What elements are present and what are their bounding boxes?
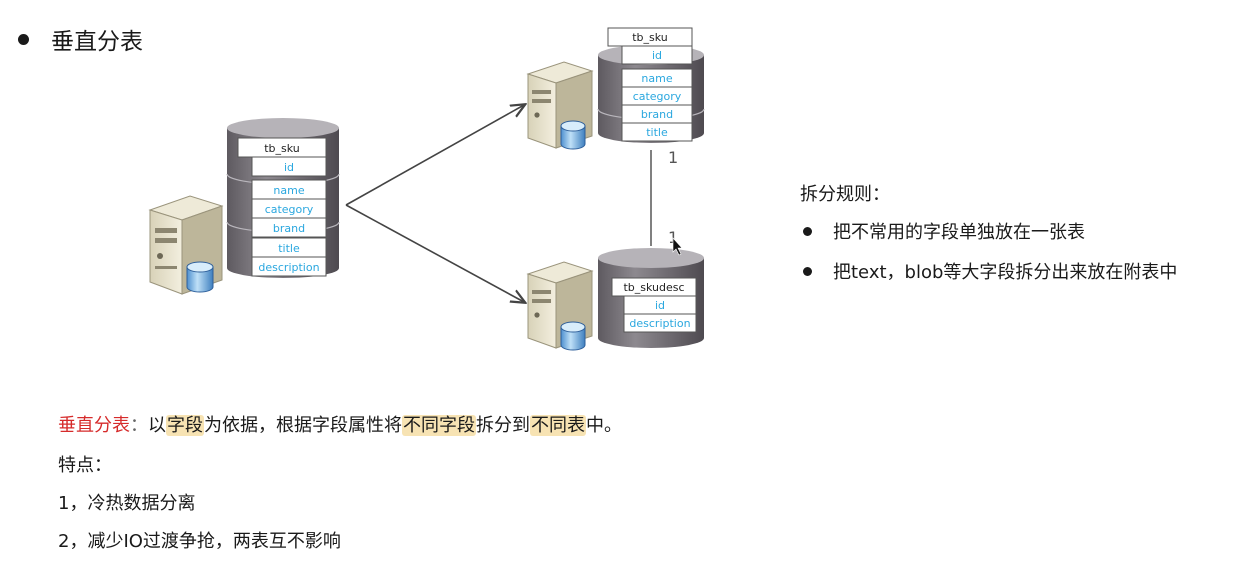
source-field-id: id xyxy=(284,161,294,174)
definition-highlight: 不同表 xyxy=(530,415,586,436)
page-title: 垂直分表 xyxy=(51,29,143,55)
definition-part: 中。 xyxy=(586,415,622,436)
source-field-brand: brand xyxy=(273,222,305,235)
bottom-field-description: description xyxy=(629,317,690,330)
definition-highlight: 字段 xyxy=(166,415,204,436)
definition-highlight: 不同字段 xyxy=(402,415,476,436)
definition-part: 拆分到 xyxy=(476,415,530,436)
rule-text: 把text，blob等大字段拆分出来放在附表中 xyxy=(833,262,1178,283)
bullet-icon xyxy=(803,266,812,276)
definition-line: 垂直分表：以字段为依据，根据字段属性将不同字段拆分到不同表中。 xyxy=(58,411,622,437)
bottom-table: tb_skudesc id description xyxy=(611,277,697,333)
relation-label-bottom: 1 xyxy=(668,228,678,247)
source-field-category: category xyxy=(265,203,314,216)
feature-item: 2，减少IO过渡争抢，两表互不影响 xyxy=(58,531,341,552)
rules-heading: 拆分规则： xyxy=(800,184,890,205)
relation-label-top: 1 xyxy=(668,148,678,167)
bottom-field-id: id xyxy=(655,299,665,312)
top-field-id: id xyxy=(652,49,662,62)
arrow-to-top-table xyxy=(345,105,524,206)
bullet-icon xyxy=(803,226,812,236)
rule-item: 把不常用的字段单独放在一张表 xyxy=(803,218,1085,244)
top-db-icon xyxy=(560,120,586,150)
arrow-to-bottom-table xyxy=(345,204,524,302)
definition-part: 为依据，根据字段属性将 xyxy=(204,415,402,436)
definition-term: 垂直分表 xyxy=(58,415,130,436)
definition-part: 以 xyxy=(148,415,166,436)
top-field-name: name xyxy=(641,72,672,85)
page-title-row: 垂直分表 xyxy=(18,22,143,56)
bottom-db-icon xyxy=(560,321,586,351)
definition-colon: ： xyxy=(130,415,148,436)
source-table-name: tb_sku xyxy=(264,142,300,155)
rule-item: 把text，blob等大字段拆分出来放在附表中 xyxy=(803,258,1177,284)
source-table: tb_sku id name category brand title desc… xyxy=(237,137,327,277)
feature-item: 1，冷热数据分离 xyxy=(58,493,196,514)
source-field-name: name xyxy=(273,184,304,197)
top-field-brand: brand xyxy=(641,108,673,121)
source-field-title: title xyxy=(278,242,300,255)
rule-text: 把不常用的字段单独放在一张表 xyxy=(833,222,1085,243)
source-field-description: description xyxy=(258,261,319,274)
mouse-cursor-icon xyxy=(672,237,683,256)
top-field-title: title xyxy=(646,126,668,139)
bullet-icon xyxy=(18,33,29,45)
top-table-name: tb_sku xyxy=(632,31,668,44)
bottom-table-name: tb_skudesc xyxy=(623,281,684,294)
features-heading: 特点： xyxy=(58,455,112,476)
top-field-category: category xyxy=(633,90,682,103)
top-table: tb_sku id name category brand title xyxy=(607,27,693,142)
source-db-icon xyxy=(186,261,214,293)
